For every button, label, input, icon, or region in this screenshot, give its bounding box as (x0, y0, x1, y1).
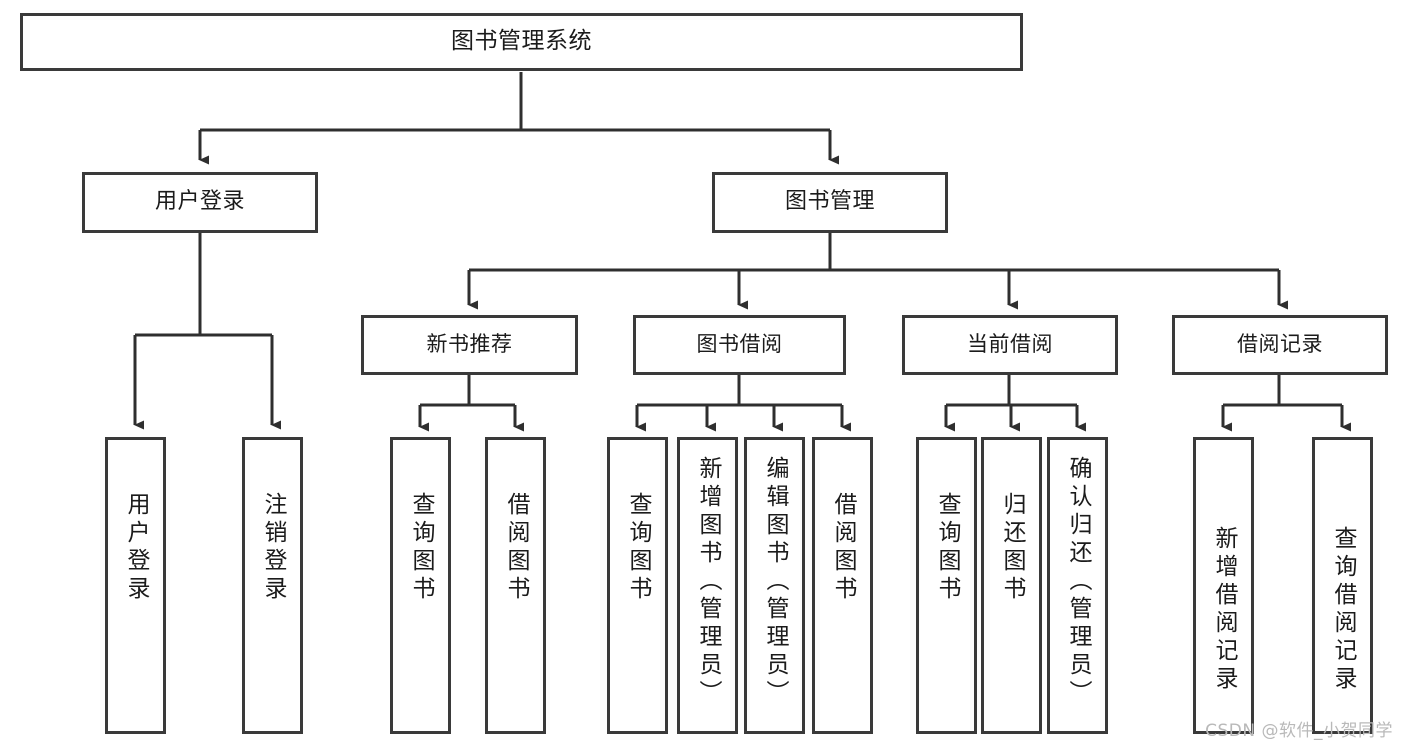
connector-new-book-children (418, 375, 524, 432)
node-label: 图书借阅 (696, 332, 783, 357)
node-label: 编辑图书（管理员） (762, 456, 788, 708)
node-label: 借阅图书 (503, 492, 529, 604)
node-label: 新增图书（管理员） (695, 456, 721, 708)
node-label: 借阅图书 (830, 492, 856, 604)
node-label: 查询借阅记录 (1330, 526, 1356, 694)
watermark: CSDN @软件_小贺同学 (1205, 721, 1393, 741)
node-borrow-record[interactable]: 借阅记录 (1172, 315, 1388, 375)
connector-root-trunk (198, 72, 839, 165)
node-book-management[interactable]: 图书管理 (712, 172, 948, 233)
node-label: 图书管理系统 (451, 28, 592, 55)
node-leaf-logout[interactable]: 注销登录 (242, 437, 303, 734)
node-label: 借阅记录 (1237, 332, 1323, 357)
node-user-login[interactable]: 用户登录 (82, 172, 318, 233)
node-leaf-borrow-book-newbook[interactable]: 借阅图书 (485, 437, 546, 734)
node-leaf-query-book-borrow[interactable]: 查询图书 (607, 437, 668, 734)
node-label: 注销登录 (260, 492, 286, 604)
node-label: 确认归还（管理员） (1065, 456, 1091, 708)
node-leaf-query-book-newbook[interactable]: 查询图书 (390, 437, 451, 734)
node-label: 归还图书 (999, 492, 1025, 604)
node-leaf-borrow-book[interactable]: 借阅图书 (812, 437, 873, 734)
node-label: 查询图书 (625, 492, 651, 604)
node-label: 图书管理 (784, 189, 875, 215)
node-leaf-edit-book-admin[interactable]: 编辑图书（管理员） (744, 437, 805, 734)
node-leaf-return-book[interactable]: 归还图书 (981, 437, 1042, 734)
node-leaf-user-login[interactable]: 用户登录 (105, 437, 166, 734)
node-new-book-recommend[interactable]: 新书推荐 (361, 315, 578, 375)
node-label: 新增借阅记录 (1211, 526, 1237, 694)
node-current-borrow[interactable]: 当前借阅 (902, 315, 1118, 375)
connector-borrow-record-children (1221, 375, 1351, 432)
node-leaf-query-book-current[interactable]: 查询图书 (916, 437, 977, 734)
node-root-book-management-system[interactable]: 图书管理系统 (20, 13, 1023, 71)
node-book-borrow[interactable]: 图书借阅 (633, 315, 846, 375)
node-leaf-confirm-return-admin[interactable]: 确认归还（管理员） (1047, 437, 1108, 734)
connector-book-borrow-children (635, 375, 851, 432)
node-leaf-add-borrow-record[interactable]: 新增借阅记录 (1193, 437, 1254, 734)
node-leaf-query-borrow-record[interactable]: 查询借阅记录 (1312, 437, 1373, 734)
node-leaf-add-book-admin[interactable]: 新增图书（管理员） (677, 437, 738, 734)
node-label: 用户登录 (154, 189, 245, 215)
node-label: 查询图书 (408, 492, 434, 604)
node-label: 查询图书 (934, 492, 960, 604)
connector-current-borrow-children (944, 375, 1086, 432)
node-label: 当前借阅 (967, 332, 1053, 357)
node-label: 新书推荐 (426, 332, 513, 357)
connector-book-manage-children (467, 233, 1288, 310)
connector-user-login-children (133, 233, 281, 430)
node-label: 用户登录 (123, 492, 149, 604)
